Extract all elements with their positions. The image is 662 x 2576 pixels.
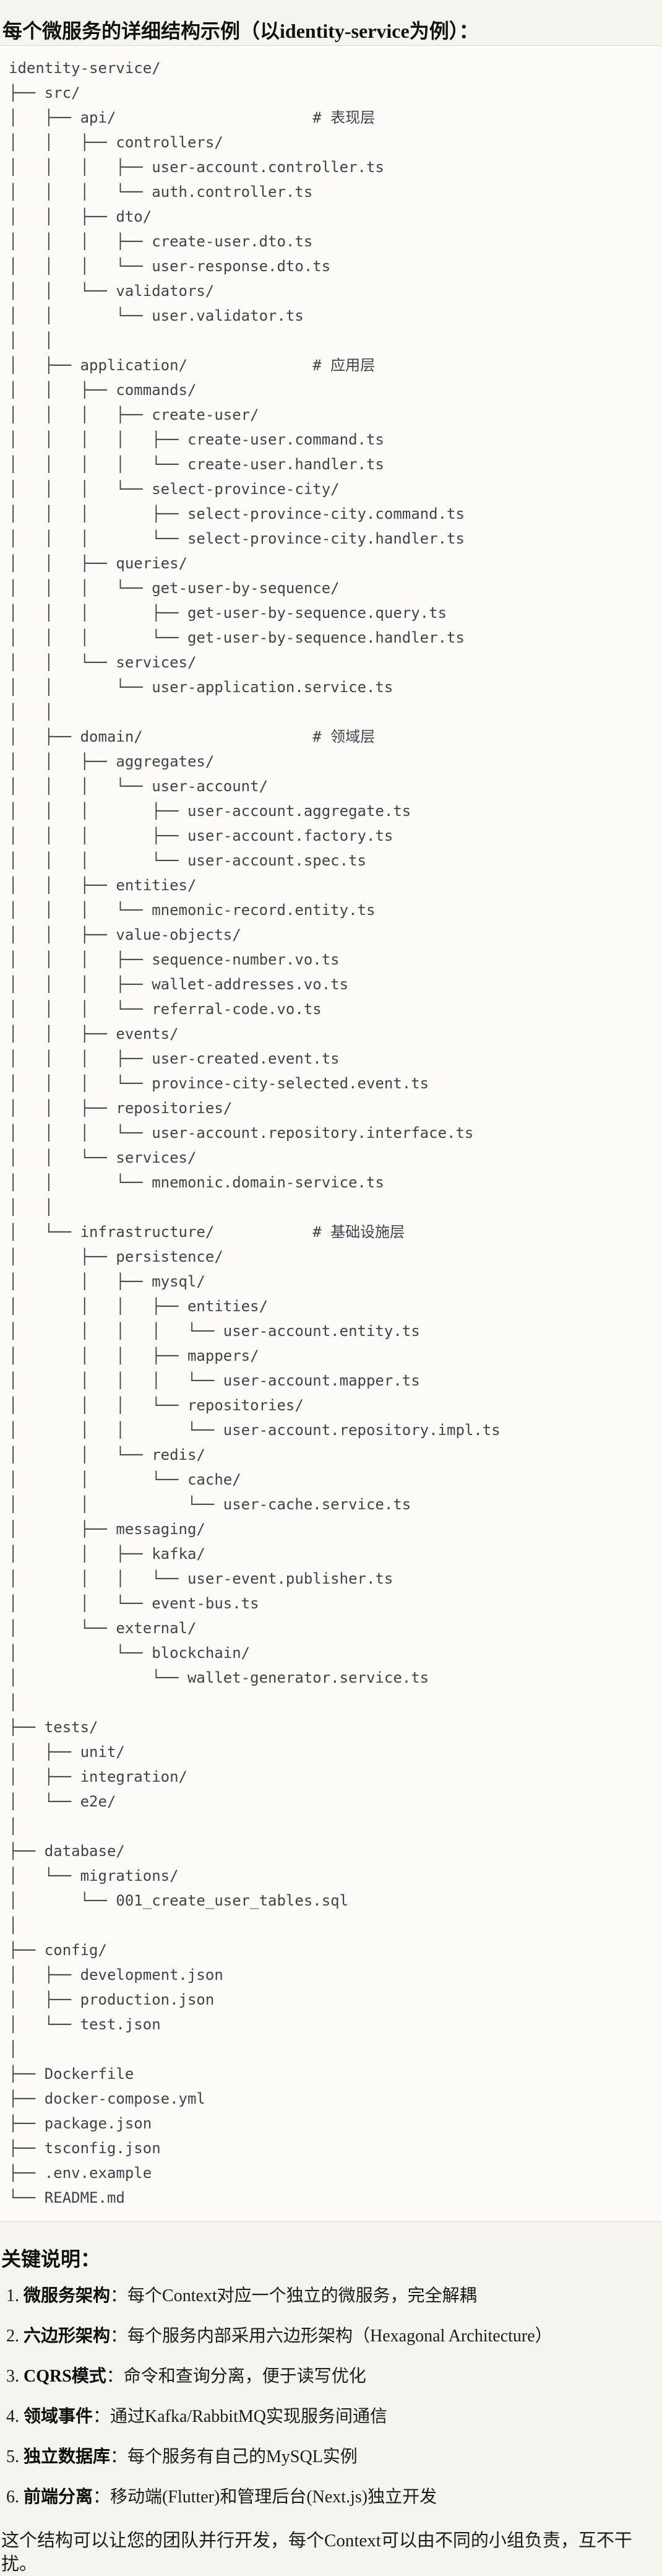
note-number: 6.: [6, 2487, 19, 2507]
notes-list: 1. 微服务架构：每个Context对应一个独立的微服务，完全解耦 2. 六边形架构…: [0, 2285, 662, 2509]
note-number: 5.: [6, 2447, 19, 2466]
note-number: 1.: [6, 2286, 19, 2305]
note-term: 微服务架构: [24, 2286, 111, 2305]
note-number: 3.: [6, 2367, 19, 2386]
note-term: 六边形架构: [24, 2327, 111, 2346]
note-item: 6.前端分离：移动端(Flutter)和管理后台(Next.js)独立开发: [6, 2486, 662, 2509]
footer-paragraph: 这个结构可以让您的团队并行开发，每个Context可以由不同的小组负责，互不干扰…: [1, 2531, 632, 2574]
note-text: ：通过Kafka/RabbitMQ实现服务间通信: [93, 2407, 387, 2426]
directory-tree: identity-service/ ├── src/ │ ├── api/ # …: [9, 59, 501, 2206]
note-term: CQRS模式: [24, 2367, 106, 2386]
notes-section: 关键说明： 1. 微服务架构：每个Context对应一个独立的微服务，完全解耦 2…: [0, 2247, 662, 2576]
note-text: ：每个服务有自己的MySQL实例: [110, 2447, 358, 2466]
note-item: 1. 微服务架构：每个Context对应一个独立的微服务，完全解耦: [6, 2285, 662, 2307]
note-item: 3. CQRS模式：命令和查询分离，便于读写优化: [6, 2366, 662, 2388]
note-text: ：命令和查询分离，便于读写优化: [106, 2367, 366, 2386]
page: { "page": { "title": "每个微服务的详细结构示例（以iden…: [0, 19, 662, 2574]
note-number: 4.: [6, 2407, 19, 2426]
note-term: 前端分离: [24, 2487, 93, 2507]
page-title: 每个微服务的详细结构示例（以identity-service为例）：: [2, 20, 479, 42]
note-text: ：每个服务内部采用六边形架构（Hexagonal Architecture）: [110, 2327, 552, 2346]
code-block: identity-service/ ├── src/ │ ├── api/ # …: [0, 45, 662, 2222]
note-item: 4. 领域事件：通过Kafka/RabbitMQ实现服务间通信: [6, 2406, 662, 2428]
note-item: 5. 独立数据库：每个服务有自己的MySQL实例: [6, 2446, 662, 2468]
note-text: ：移动端(Flutter)和管理后台(Next.js)独立开发: [93, 2487, 437, 2507]
note-term: 独立数据库: [24, 2447, 111, 2466]
notes-heading: 关键说明：: [1, 2248, 101, 2270]
note-item: 2. 六边形架构：每个服务内部采用六边形架构（Hexagonal Architec…: [6, 2325, 662, 2348]
note-number: 2.: [6, 2327, 19, 2346]
note-term: 领域事件: [24, 2407, 93, 2426]
note-text: ：每个Context对应一个独立的微服务，完全解耦: [110, 2286, 477, 2305]
